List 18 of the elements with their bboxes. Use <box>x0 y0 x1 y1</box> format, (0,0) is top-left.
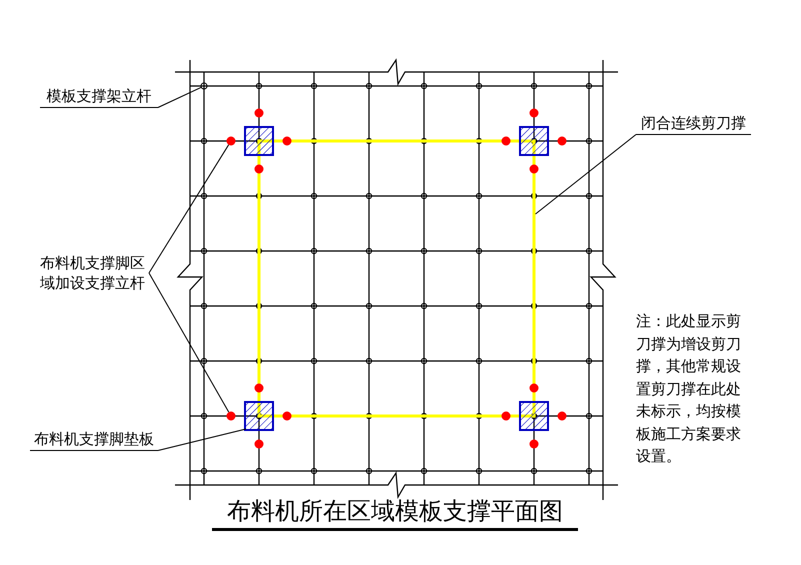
callout-label: 模板支撑架立杆 <box>40 86 158 108</box>
added-pole <box>226 136 236 146</box>
callout-label: 闭合连续剪刀撑 <box>636 113 751 135</box>
leader-line <box>158 428 246 451</box>
leader-line <box>535 134 636 214</box>
note-text: 注：此处显示剪刀撑为增设剪刀撑，其他常规设置剪刀撑在此处未标示，均按模板施工方案要求设置。 <box>636 311 742 467</box>
added-pole <box>226 412 236 420</box>
drawing-title: 布料机所在区域模板支撑平面图 <box>212 494 578 531</box>
base-plate <box>519 126 549 156</box>
leader-line <box>148 144 230 274</box>
base-plate <box>519 401 549 431</box>
pole-marker <box>200 82 208 90</box>
callout-label: 布料机支撑脚垫板 <box>30 429 158 451</box>
base-plate <box>244 401 274 431</box>
leader-line <box>148 272 230 413</box>
callout-label: 布料机支撑脚区域加设支撑立杆 <box>40 253 148 293</box>
base-plate <box>244 126 274 156</box>
leader-line <box>158 86 202 108</box>
